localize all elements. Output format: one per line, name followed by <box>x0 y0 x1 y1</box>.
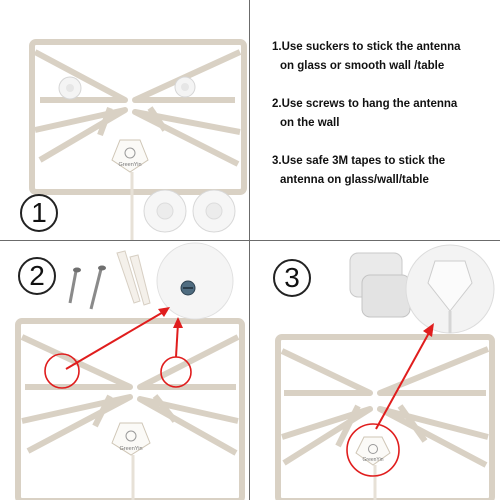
instruction-1-line2: on glass or smooth wall /table <box>280 60 445 72</box>
panel-step-3: 3M GreenYin 3 <box>250 241 500 500</box>
screw-icon <box>180 280 196 296</box>
instruction-2-line2: on the wall <box>280 117 340 129</box>
antenna-illustration-1: GreenYin <box>29 39 247 240</box>
brand-badge-icon <box>355 436 391 466</box>
antenna-illustration-2: GreenYin <box>15 242 245 500</box>
suction-cup-icon <box>143 189 187 233</box>
brand-badge-icon <box>111 422 151 456</box>
divider-vertical-top <box>249 0 250 240</box>
step-number-2: 2 <box>18 257 56 295</box>
instruction-2-line1: 2.Use screws to hang the antenna <box>272 98 458 110</box>
step-number-3: 3 <box>273 259 311 297</box>
brand-label: GreenYin <box>118 162 141 168</box>
suction-cup-icon <box>174 76 196 98</box>
tape-pad-icon <box>361 274 411 318</box>
panel-step-2: GreenYin 2 <box>0 241 249 500</box>
instruction-3-line2: antenna on glass/wall/table <box>280 174 429 186</box>
instruction-1-line1: 1.Use suckers to stick the antenna <box>272 41 461 53</box>
screw-icon <box>89 265 106 310</box>
divider-vertical-bottom <box>249 240 250 500</box>
brand-badge-icon <box>111 139 149 173</box>
step-number-1: 1 <box>20 194 58 232</box>
brand-label: GreenYin <box>119 446 142 452</box>
divider-horizontal <box>0 240 500 241</box>
panel-step-1: GreenYin 1 <box>0 0 249 240</box>
wall-anchor-icon <box>129 254 151 306</box>
brand-label: GreenYin <box>363 457 384 463</box>
instruction-3-line1: 3.Use safe 3M tapes to stick the <box>272 155 446 167</box>
suction-cup-icon <box>192 189 236 233</box>
wall-anchor-icon <box>116 250 141 304</box>
instruction-list: 1.Use suckers to stick the antenna on gl… <box>272 38 492 190</box>
antenna-illustration-3: 3M GreenYin <box>275 244 495 500</box>
suction-cup-icon <box>58 76 82 100</box>
screw-icon <box>68 267 81 304</box>
